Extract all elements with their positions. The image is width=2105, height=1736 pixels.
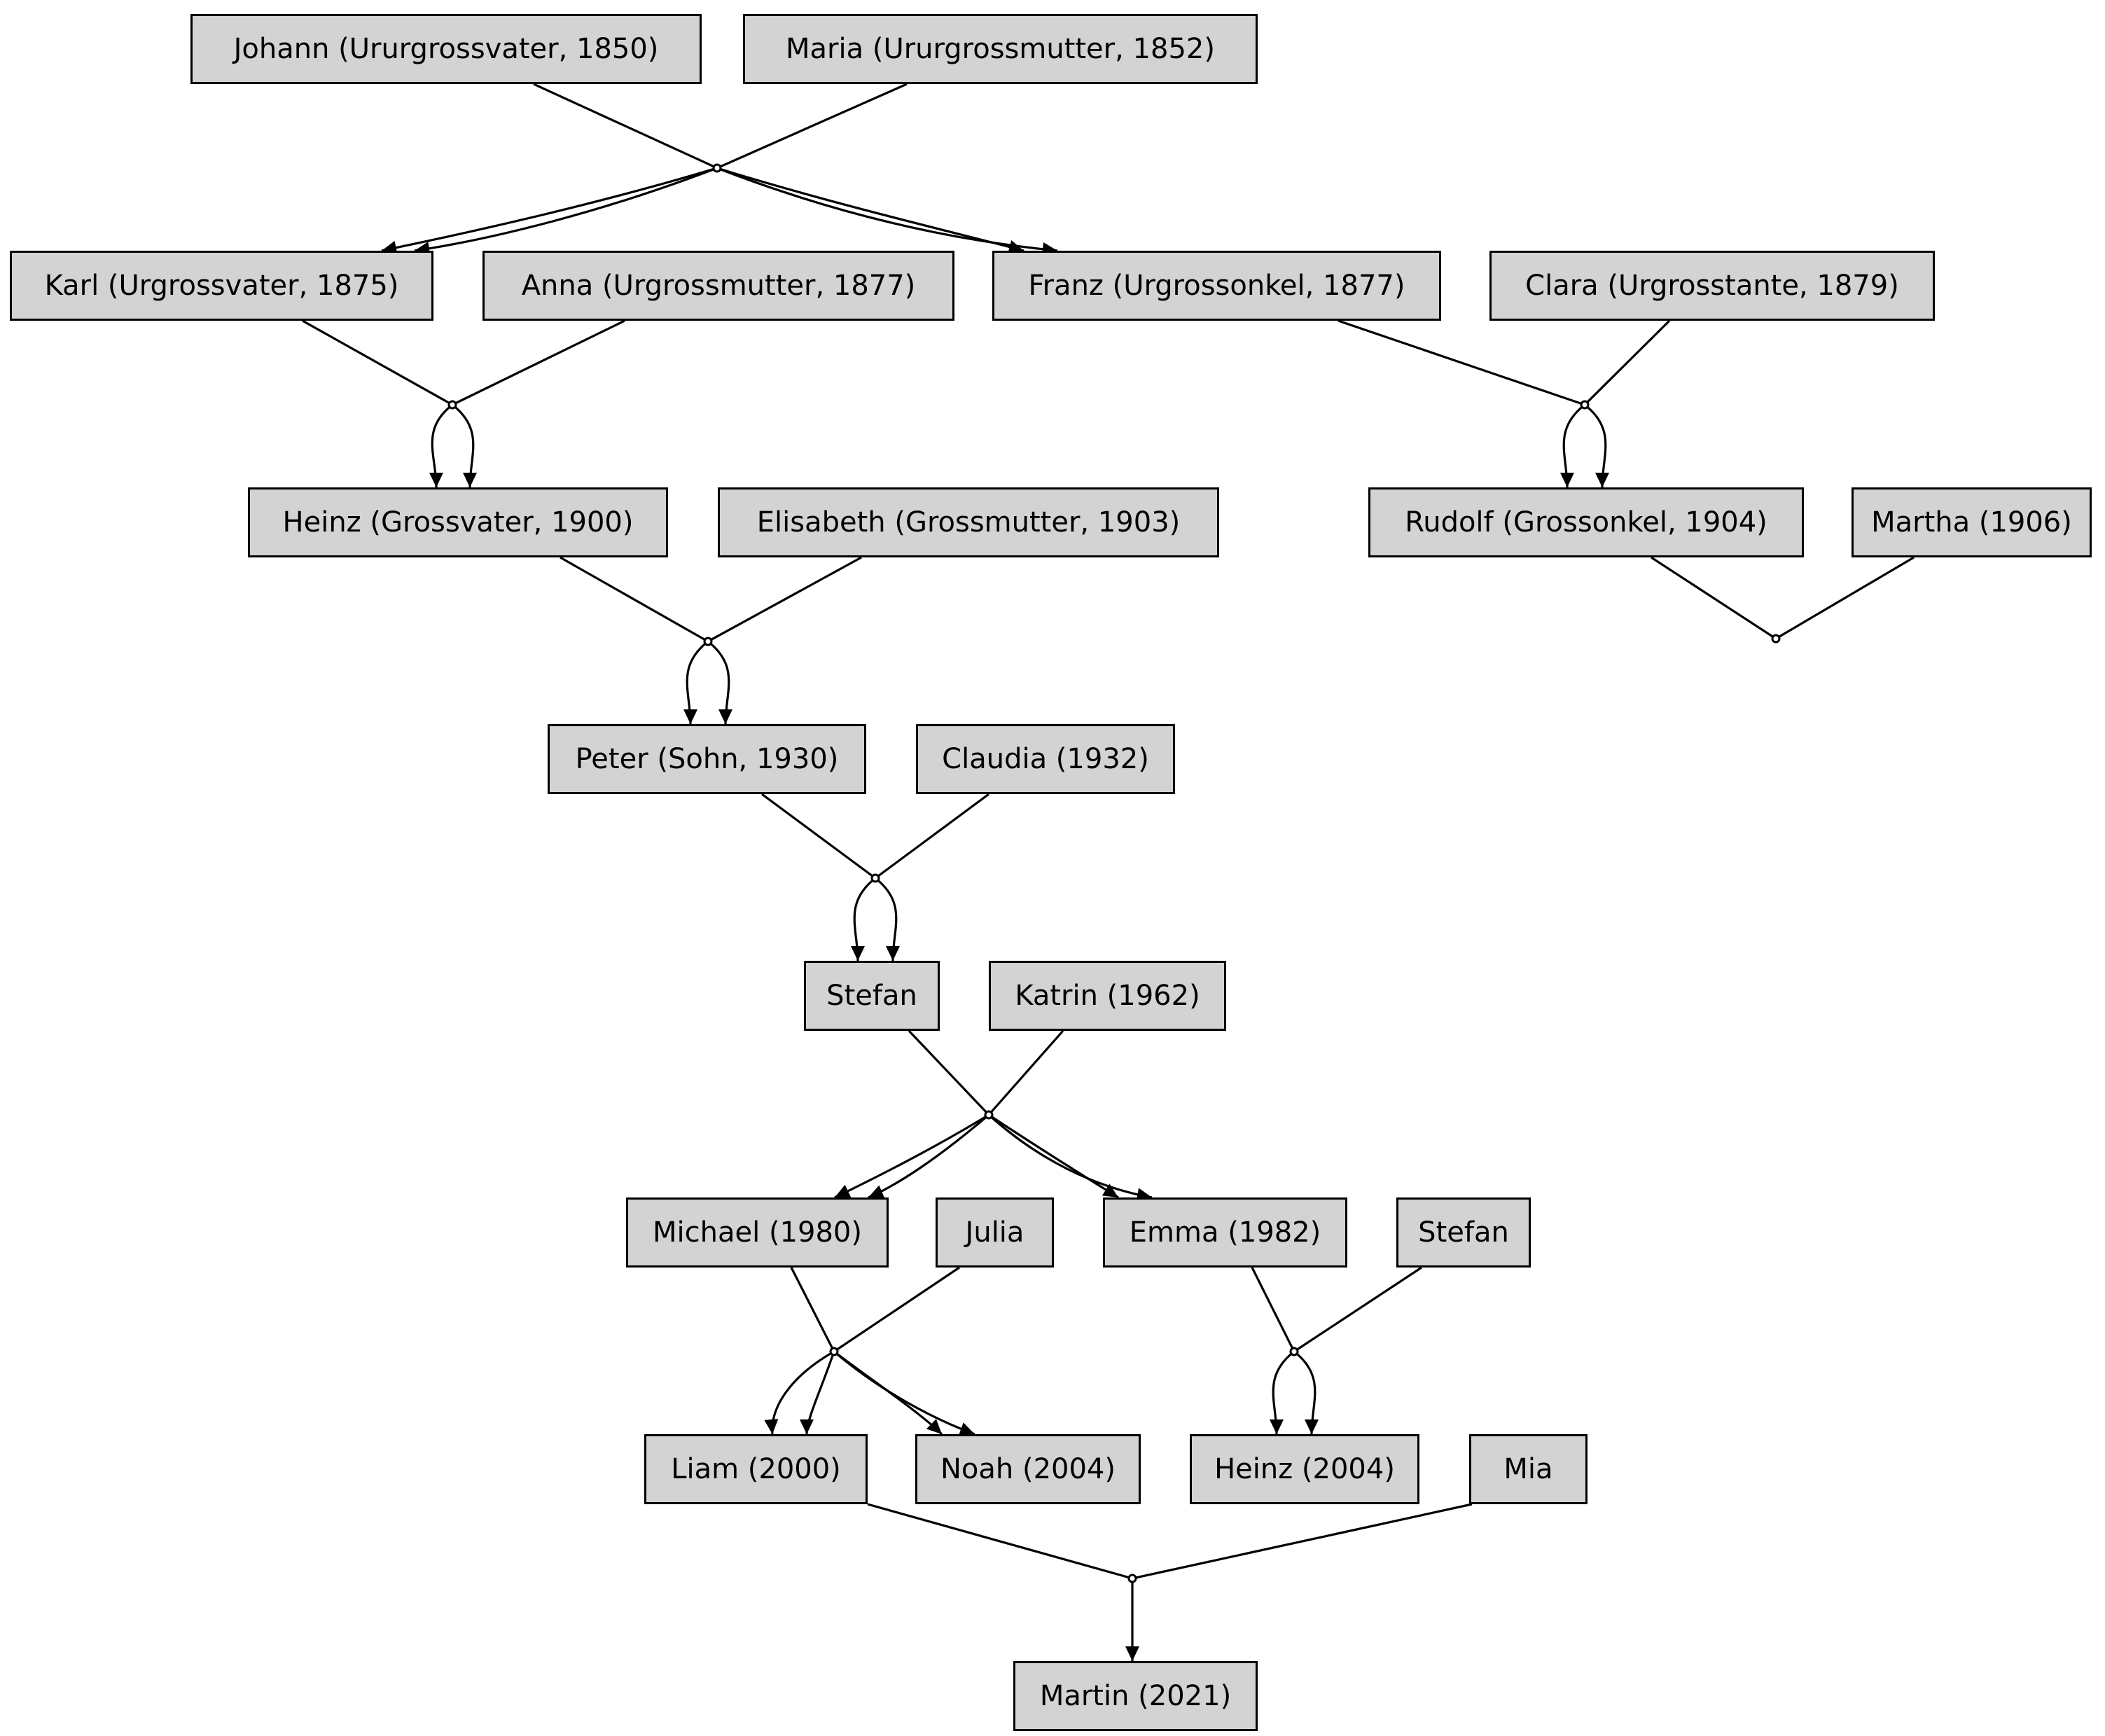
node-heinz: Heinz (Grossvater, 1900) bbox=[248, 487, 668, 557]
union-point-8 bbox=[829, 1347, 839, 1356]
node-julia: Julia bbox=[936, 1197, 1054, 1268]
edge-union6-stefan1-a bbox=[850, 877, 876, 961]
edge-mia-union10 bbox=[1132, 1503, 1473, 1580]
edge-rudolf-union5 bbox=[1651, 556, 1777, 640]
union-point-9 bbox=[1289, 1347, 1299, 1356]
edge-union8-liam-a bbox=[764, 1350, 835, 1435]
edge-union3-rudolf-a bbox=[1559, 403, 1585, 488]
union-point-7 bbox=[984, 1110, 994, 1120]
node-heinz-2: Heinz (2004) bbox=[1190, 1434, 1419, 1504]
node-clara: Clara (Urgrosstante, 1879) bbox=[1489, 251, 1935, 321]
node-elisabeth: Elisabeth (Grossmutter, 1903) bbox=[718, 487, 1219, 557]
node-martin: Martin (2021) bbox=[1013, 1661, 1258, 1731]
edge-union9-heinz2-b bbox=[1293, 1350, 1319, 1435]
node-michael: Michael (1980) bbox=[626, 1197, 889, 1268]
edge-anna-union2 bbox=[452, 319, 625, 406]
edge-heinz-union4 bbox=[560, 556, 709, 643]
edge-union1-karl-a bbox=[381, 167, 718, 255]
union-point-4 bbox=[703, 637, 713, 646]
union-point-3 bbox=[1580, 400, 1590, 410]
edge-peter-union6 bbox=[761, 793, 876, 880]
edge-emma-union9 bbox=[1251, 1267, 1295, 1352]
edge-union7-michael-b bbox=[868, 1113, 990, 1199]
union-point-5 bbox=[1771, 634, 1781, 644]
node-karl: Karl (Urgrossvater, 1875) bbox=[10, 251, 433, 321]
edge-union4-peter-a bbox=[683, 640, 709, 725]
node-rudolf: Rudolf (Grossonkel, 1904) bbox=[1368, 487, 1804, 557]
node-anna: Anna (Urgrossmutter, 1877) bbox=[482, 251, 954, 321]
union-point-10 bbox=[1127, 1574, 1137, 1583]
node-emma: Emma (1982) bbox=[1103, 1197, 1347, 1268]
edge-union9-heinz2-a bbox=[1269, 1350, 1295, 1435]
node-peter: Peter (Sohn, 1930) bbox=[548, 724, 866, 794]
edge-union6-stefan1-b bbox=[875, 877, 901, 961]
edge-union8-noah-b bbox=[833, 1350, 975, 1436]
edge-union1-karl-b bbox=[414, 167, 718, 256]
edge-union7-emma-b bbox=[987, 1113, 1153, 1202]
node-martha: Martha (1906) bbox=[1852, 487, 2092, 557]
edge-union7-michael-a bbox=[834, 1113, 989, 1199]
edge-stefan1-union7 bbox=[908, 1029, 990, 1116]
node-stefan-2: Stefan bbox=[1396, 1197, 1531, 1268]
union-point-2 bbox=[447, 400, 457, 410]
edge-union2-heinz-b bbox=[452, 403, 478, 488]
edge-maria-union1 bbox=[716, 83, 908, 169]
edge-katrin-union7 bbox=[987, 1029, 1064, 1116]
edge-karl-union2 bbox=[302, 319, 453, 406]
edge-union8-liam-b bbox=[800, 1351, 835, 1435]
node-katrin: Katrin (1962) bbox=[989, 961, 1226, 1031]
edge-martha-union5 bbox=[1775, 556, 1915, 640]
node-mia: Mia bbox=[1469, 1434, 1588, 1504]
node-johann: Johann (Ururgrossvater, 1850) bbox=[190, 14, 702, 84]
edge-union7-emma-a bbox=[988, 1113, 1119, 1199]
edge-stefan2-union9 bbox=[1293, 1266, 1422, 1353]
edge-julia-union8 bbox=[833, 1266, 960, 1353]
node-maria: Maria (Ururgrossmutter, 1852) bbox=[743, 14, 1258, 84]
node-stefan-1: Stefan bbox=[804, 961, 940, 1031]
edge-clara-union3 bbox=[1583, 319, 1671, 406]
node-noah: Noah (2004) bbox=[915, 1434, 1141, 1504]
edge-elisabeth-union4 bbox=[707, 556, 862, 643]
edge-union3-rudolf-b bbox=[1584, 403, 1610, 488]
edge-johann-union1 bbox=[533, 83, 718, 169]
union-point-6 bbox=[870, 873, 880, 883]
node-liam: Liam (2000) bbox=[644, 1434, 868, 1504]
edge-union4-peter-b bbox=[707, 640, 733, 725]
node-franz: Franz (Urgrossonkel, 1877) bbox=[992, 251, 1441, 321]
edge-franz-union3 bbox=[1338, 319, 1585, 406]
edge-liam-union10 bbox=[867, 1503, 1133, 1580]
edge-union1-franz-a bbox=[716, 167, 1024, 254]
edge-claudia-union6 bbox=[875, 793, 989, 880]
union-point-1 bbox=[712, 163, 722, 173]
edge-union1-franz-b bbox=[716, 167, 1058, 256]
edge-union2-heinz-a bbox=[429, 403, 453, 488]
edge-michael-union8 bbox=[790, 1267, 835, 1352]
node-claudia: Claudia (1932) bbox=[916, 724, 1175, 794]
